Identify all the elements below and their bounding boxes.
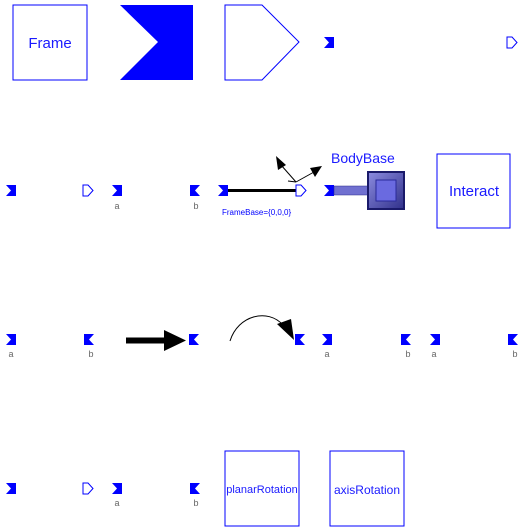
frame-b-port-icon[interactable] xyxy=(508,334,518,345)
port-a-label: a xyxy=(114,201,119,211)
frame-input-port-icon[interactable] xyxy=(324,37,334,48)
frame-output-port-icon[interactable] xyxy=(82,184,94,197)
frame-output-port-icon[interactable] xyxy=(506,36,518,49)
rotation-output-port-icon xyxy=(295,334,305,345)
frame-b-port-icon[interactable] xyxy=(401,334,411,345)
body-base-block[interactable]: BodyBase xyxy=(324,150,405,210)
frame-base-parameter-label: FrameBase={0,0,0} xyxy=(222,208,291,217)
planar-rotation-block[interactable]: planarRotation xyxy=(224,450,300,527)
frame-a-port-icon[interactable] xyxy=(112,483,122,494)
frame-output-large-icon[interactable] xyxy=(224,4,300,81)
port-b-label: b xyxy=(88,349,93,359)
frame-a-port-icon[interactable] xyxy=(6,334,16,345)
frame-input-large-icon[interactable] xyxy=(120,5,193,80)
frame-label: Frame xyxy=(28,35,71,52)
frame-input-port-icon[interactable] xyxy=(6,185,16,196)
port-a-label: a xyxy=(431,349,436,359)
body-base-label: BodyBase xyxy=(331,150,395,166)
port-b-label: b xyxy=(193,201,198,211)
frame-b-port-icon[interactable] xyxy=(190,483,200,494)
coordinate-axes-icon xyxy=(276,156,322,183)
port-a-label: a xyxy=(114,498,119,508)
interact-block[interactable]: Interact xyxy=(436,153,511,229)
translation-output-port-icon xyxy=(189,334,199,345)
frame-b-port-icon[interactable] xyxy=(84,334,94,345)
rotation-arrow-icon xyxy=(229,315,284,342)
body-base-input-port-icon xyxy=(324,185,334,196)
frame-a-port-icon[interactable] xyxy=(322,334,332,345)
translation-block[interactable] xyxy=(126,330,199,351)
frame-input-port-icon[interactable] xyxy=(6,483,16,494)
port-a-label: a xyxy=(8,349,13,359)
frame-block[interactable]: Frame xyxy=(12,4,88,81)
port-b-label: b xyxy=(405,349,410,359)
port-a-label: a xyxy=(324,349,329,359)
axis-rotation-label: axisRotation xyxy=(334,483,400,497)
frame-base-input-port-icon xyxy=(218,185,228,196)
frame-base-output-port-icon xyxy=(295,184,307,197)
rotation-block[interactable] xyxy=(229,315,305,345)
frame-output-port-icon[interactable] xyxy=(82,482,94,495)
frame-base-block[interactable]: FrameBase={0,0,0} xyxy=(218,156,322,217)
frame-a-port-icon[interactable] xyxy=(430,334,440,345)
interact-label: Interact xyxy=(449,183,500,200)
planar-rotation-label: planarRotation xyxy=(226,484,298,496)
axis-rotation-block[interactable]: axisRotation xyxy=(329,450,405,527)
frame-a-port-icon[interactable] xyxy=(112,185,122,196)
port-b-label: b xyxy=(193,498,198,508)
port-b-label: b xyxy=(512,349,517,359)
frame-b-port-icon[interactable] xyxy=(190,185,200,196)
